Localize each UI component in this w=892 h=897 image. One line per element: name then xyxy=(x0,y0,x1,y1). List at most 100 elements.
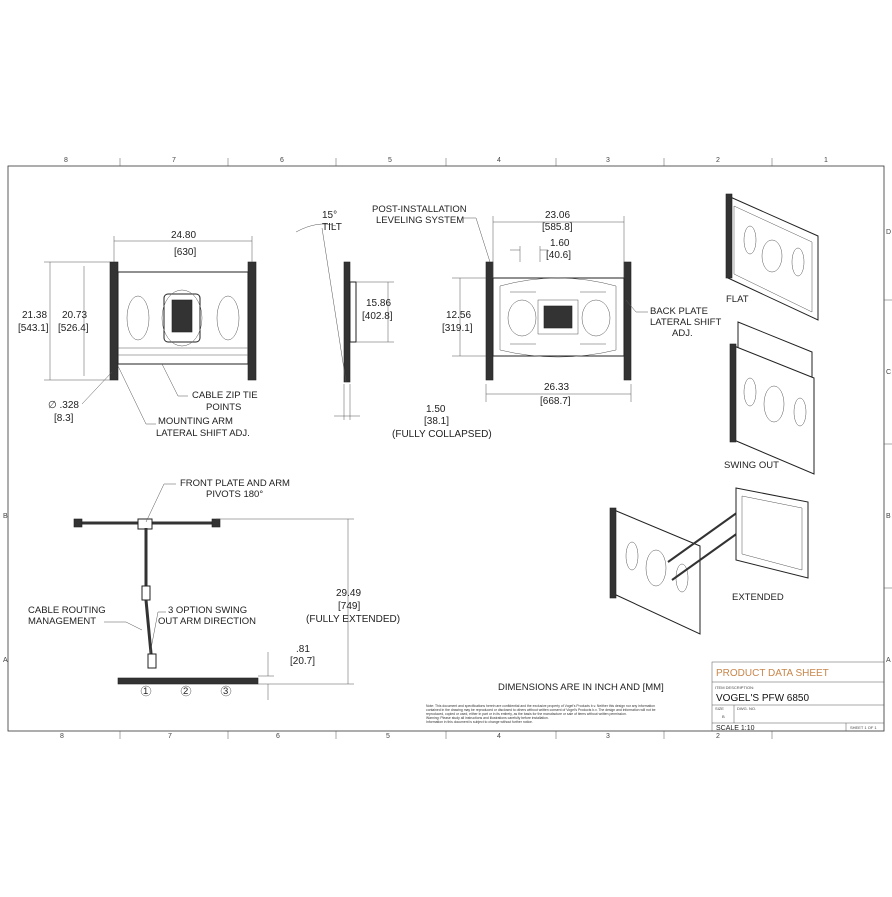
iso-extended xyxy=(609,487,809,635)
option-number-1: 1 xyxy=(143,686,148,697)
swing-option-line1: 3 OPTION SWING xyxy=(168,605,247,616)
base-mm: [20.7] xyxy=(290,656,315,667)
back-shift-in: 1.60 xyxy=(550,238,570,249)
side-h-in: 15.86 xyxy=(366,298,391,309)
option-circle-2 xyxy=(180,685,192,697)
front-hole-in: ∅ .328 xyxy=(48,400,79,411)
disclaimer-line-3: reproduced, copied or used, either in pa… xyxy=(426,712,627,716)
front-h1-mm: [543.1] xyxy=(18,323,49,334)
back-view xyxy=(485,261,632,381)
side-h-mm: [402.8] xyxy=(362,311,393,322)
disclaimer-line-1: Note: This document and specifications h… xyxy=(426,704,655,708)
grid-ticks xyxy=(119,158,892,739)
depth-mm: [38.1] xyxy=(424,416,449,427)
iso-extended-label: EXTENDED xyxy=(732,592,784,603)
col-label-top-7: 7 xyxy=(172,157,176,164)
tilt-deg: 15° xyxy=(322,210,337,221)
option-number-2: 2 xyxy=(183,686,188,697)
iso-swing-out xyxy=(729,321,815,475)
ext-mm: [749] xyxy=(338,601,360,612)
back-h-in: 12.56 xyxy=(446,310,471,321)
cable-zip-line2: POINTS xyxy=(206,402,241,413)
title-block-size-value: B xyxy=(722,714,725,719)
front-width-in: 24.80 xyxy=(171,230,196,241)
back-bottom-mm: [668.7] xyxy=(540,396,571,407)
row-label-a-left: A xyxy=(3,657,8,664)
post-install-line1: POST-INSTALLATION xyxy=(372,204,467,215)
cable-routing-line2: MANAGEMENT xyxy=(28,616,96,627)
cable-routing-line1: CABLE ROUTING xyxy=(28,605,106,616)
back-bottom-in: 26.33 xyxy=(544,382,569,393)
front-hole-mm: [8.3] xyxy=(54,413,74,424)
side-view xyxy=(295,223,357,383)
option-circle-1 xyxy=(140,685,152,697)
back-shift-mm: [40.6] xyxy=(546,250,571,261)
col-label-bottom-3: 3 xyxy=(606,733,610,740)
units-note: DIMENSIONS ARE IN INCH AND [MM] xyxy=(498,682,664,693)
title-block-item-label: ITEM DESCRIPTION: xyxy=(715,685,754,690)
col-label-top-4: 4 xyxy=(497,157,501,164)
back-h-mm: [319.1] xyxy=(442,323,473,334)
swing-option-line2: OUT ARM DIRECTION xyxy=(158,616,256,627)
front-plate-line1: FRONT PLATE AND ARM xyxy=(180,478,290,489)
front-h2-in: 20.73 xyxy=(62,310,87,321)
col-label-bottom-8: 8 xyxy=(60,733,64,740)
col-label-top-8: 8 xyxy=(64,157,68,164)
col-label-bottom-7: 7 xyxy=(168,733,172,740)
row-label-a: A xyxy=(886,657,891,664)
disclaimer-line-4: Warning: Please study all instructions a… xyxy=(426,716,549,720)
title-block-sheet: SHEET 1 OF 1 xyxy=(850,725,877,730)
top-view xyxy=(73,518,259,685)
col-label-top-1: 1 xyxy=(824,157,828,164)
top-dim-lines xyxy=(216,518,354,700)
cable-zip-line1: CABLE ZIP TIE xyxy=(192,390,258,401)
title-block-scale: SCALE 1:10 xyxy=(716,725,755,732)
option-circle-3 xyxy=(220,685,232,697)
ext-note: (FULLY EXTENDED) xyxy=(306,614,400,625)
depth-note: (FULLY COLLAPSED) xyxy=(392,429,492,440)
option-number-3: 3 xyxy=(223,686,228,697)
back-plate-line2: LATERAL SHIFT xyxy=(650,317,721,328)
title-block-size-label: SIZE xyxy=(715,706,724,711)
back-plate-line1: BACK PLATE xyxy=(650,306,708,317)
title-block-dwg-label: DWG. NO. xyxy=(737,706,756,711)
mounting-arm-line1: MOUNTING ARM xyxy=(158,416,233,427)
depth-in: 1.50 xyxy=(426,404,446,415)
iso-flat-label: FLAT xyxy=(726,294,749,305)
row-label-d: D xyxy=(886,229,891,236)
col-label-bottom-6: 6 xyxy=(276,733,280,740)
side-dim-lines xyxy=(334,281,394,420)
front-width-mm: [630] xyxy=(174,247,196,258)
base-in: .81 xyxy=(296,644,310,655)
post-install-line2: LEVELING SYSTEM xyxy=(376,215,464,226)
back-dim-lines xyxy=(452,216,632,402)
front-view xyxy=(109,261,257,381)
front-h1-in: 21.38 xyxy=(22,310,47,321)
ext-in: 29.49 xyxy=(336,588,361,599)
disclaimer-line-2: contained in the drawing may be reproduc… xyxy=(426,708,656,712)
col-label-top-5: 5 xyxy=(388,157,392,164)
front-dim-lines xyxy=(44,236,253,381)
title-block xyxy=(711,661,885,732)
back-width-mm: [585.8] xyxy=(542,222,573,233)
front-plate-line2: PIVOTS 180° xyxy=(206,489,263,500)
back-width-in: 23.06 xyxy=(545,210,570,221)
row-label-b: B xyxy=(886,513,891,520)
back-plate-line3: ADJ. xyxy=(672,328,693,339)
col-label-top-2: 2 xyxy=(716,157,720,164)
col-label-top-6: 6 xyxy=(280,157,284,164)
col-label-bottom-5: 5 xyxy=(386,733,390,740)
col-label-top-3: 3 xyxy=(606,157,610,164)
mounting-arm-line2: LATERAL SHIFT ADJ. xyxy=(156,428,250,439)
iso-swing-label: SWING OUT xyxy=(724,460,779,471)
row-label-b-left: B xyxy=(3,513,8,520)
tilt-word: TILT xyxy=(322,222,342,233)
col-label-bottom-4: 4 xyxy=(497,733,501,740)
disclaimer-line-5: Information in this document is subject … xyxy=(426,720,533,724)
title-block-title: PRODUCT DATA SHEET xyxy=(716,668,829,679)
front-h2-mm: [526.4] xyxy=(58,323,89,334)
col-label-bottom-2: 2 xyxy=(716,733,720,740)
title-block-item-name: VOGEL'S PFW 6850 xyxy=(716,693,809,704)
